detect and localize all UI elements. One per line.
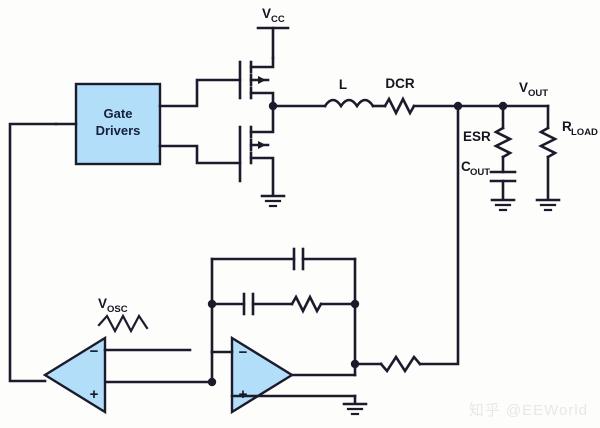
vout-feedback-sense-wire bbox=[418, 104, 460, 366]
vcc-label: V bbox=[262, 6, 271, 21]
inductor-symbol bbox=[323, 98, 375, 109]
vosc-label: V bbox=[98, 296, 107, 311]
rload-label: R bbox=[562, 119, 572, 134]
ls-mosfet-drain-lead bbox=[249, 104, 275, 134]
vosc-ramp-waveform bbox=[97, 313, 149, 334]
ls-mosfet-body-arrow bbox=[258, 141, 266, 149]
vosc-label-sub: OSC bbox=[107, 304, 128, 315]
gate-drivers-label-line1: Gate bbox=[104, 106, 133, 121]
pwm-comparator-noninverting-sign: + bbox=[90, 386, 99, 403]
low-side-gate-wire bbox=[158, 144, 242, 165]
dcr-label: DCR bbox=[385, 76, 414, 91]
error-amplifier-body bbox=[230, 335, 295, 415]
hs-mosfet-source-lead bbox=[249, 91, 275, 108]
esr-label: ESR bbox=[463, 129, 491, 144]
gate-drivers-label-line2: Drivers bbox=[96, 123, 141, 138]
esr-resistor-symbol bbox=[493, 126, 513, 159]
high-side-gate-wire bbox=[158, 78, 242, 108]
pwm-comparator-body bbox=[42, 335, 107, 415]
pwm-comparator-inverting-sign: − bbox=[90, 343, 99, 360]
pwm-output-to-gate-driver-wire bbox=[8, 122, 58, 383]
vout-label: V bbox=[519, 80, 528, 95]
vcc-label-sub: CC bbox=[271, 14, 285, 25]
vout-label-sub: OUT bbox=[528, 88, 548, 99]
dcr-resistor-symbol bbox=[383, 96, 416, 116]
hs-mosfet-body-arrow bbox=[258, 76, 266, 84]
hs-mosfet-drain-lead bbox=[249, 56, 275, 69]
rload-resistor-symbol bbox=[538, 126, 558, 159]
watermark: 知乎 @EEWorld bbox=[468, 402, 588, 419]
feedback-resistor-symbol bbox=[379, 354, 422, 374]
error-signal-to-pwm-wire bbox=[103, 350, 214, 384]
error-amp-noninverting-sign: + bbox=[239, 386, 248, 403]
ls-mosfet-source-lead bbox=[249, 156, 275, 197]
inductor-label: L bbox=[339, 77, 347, 92]
cout-label-sub: OUT bbox=[470, 167, 490, 178]
cout-label: C bbox=[461, 159, 471, 174]
rload-label-sub: LOAD bbox=[571, 127, 598, 138]
comp-resistor-symbol bbox=[290, 294, 323, 314]
error-amp-inverting-sign: − bbox=[239, 344, 248, 361]
